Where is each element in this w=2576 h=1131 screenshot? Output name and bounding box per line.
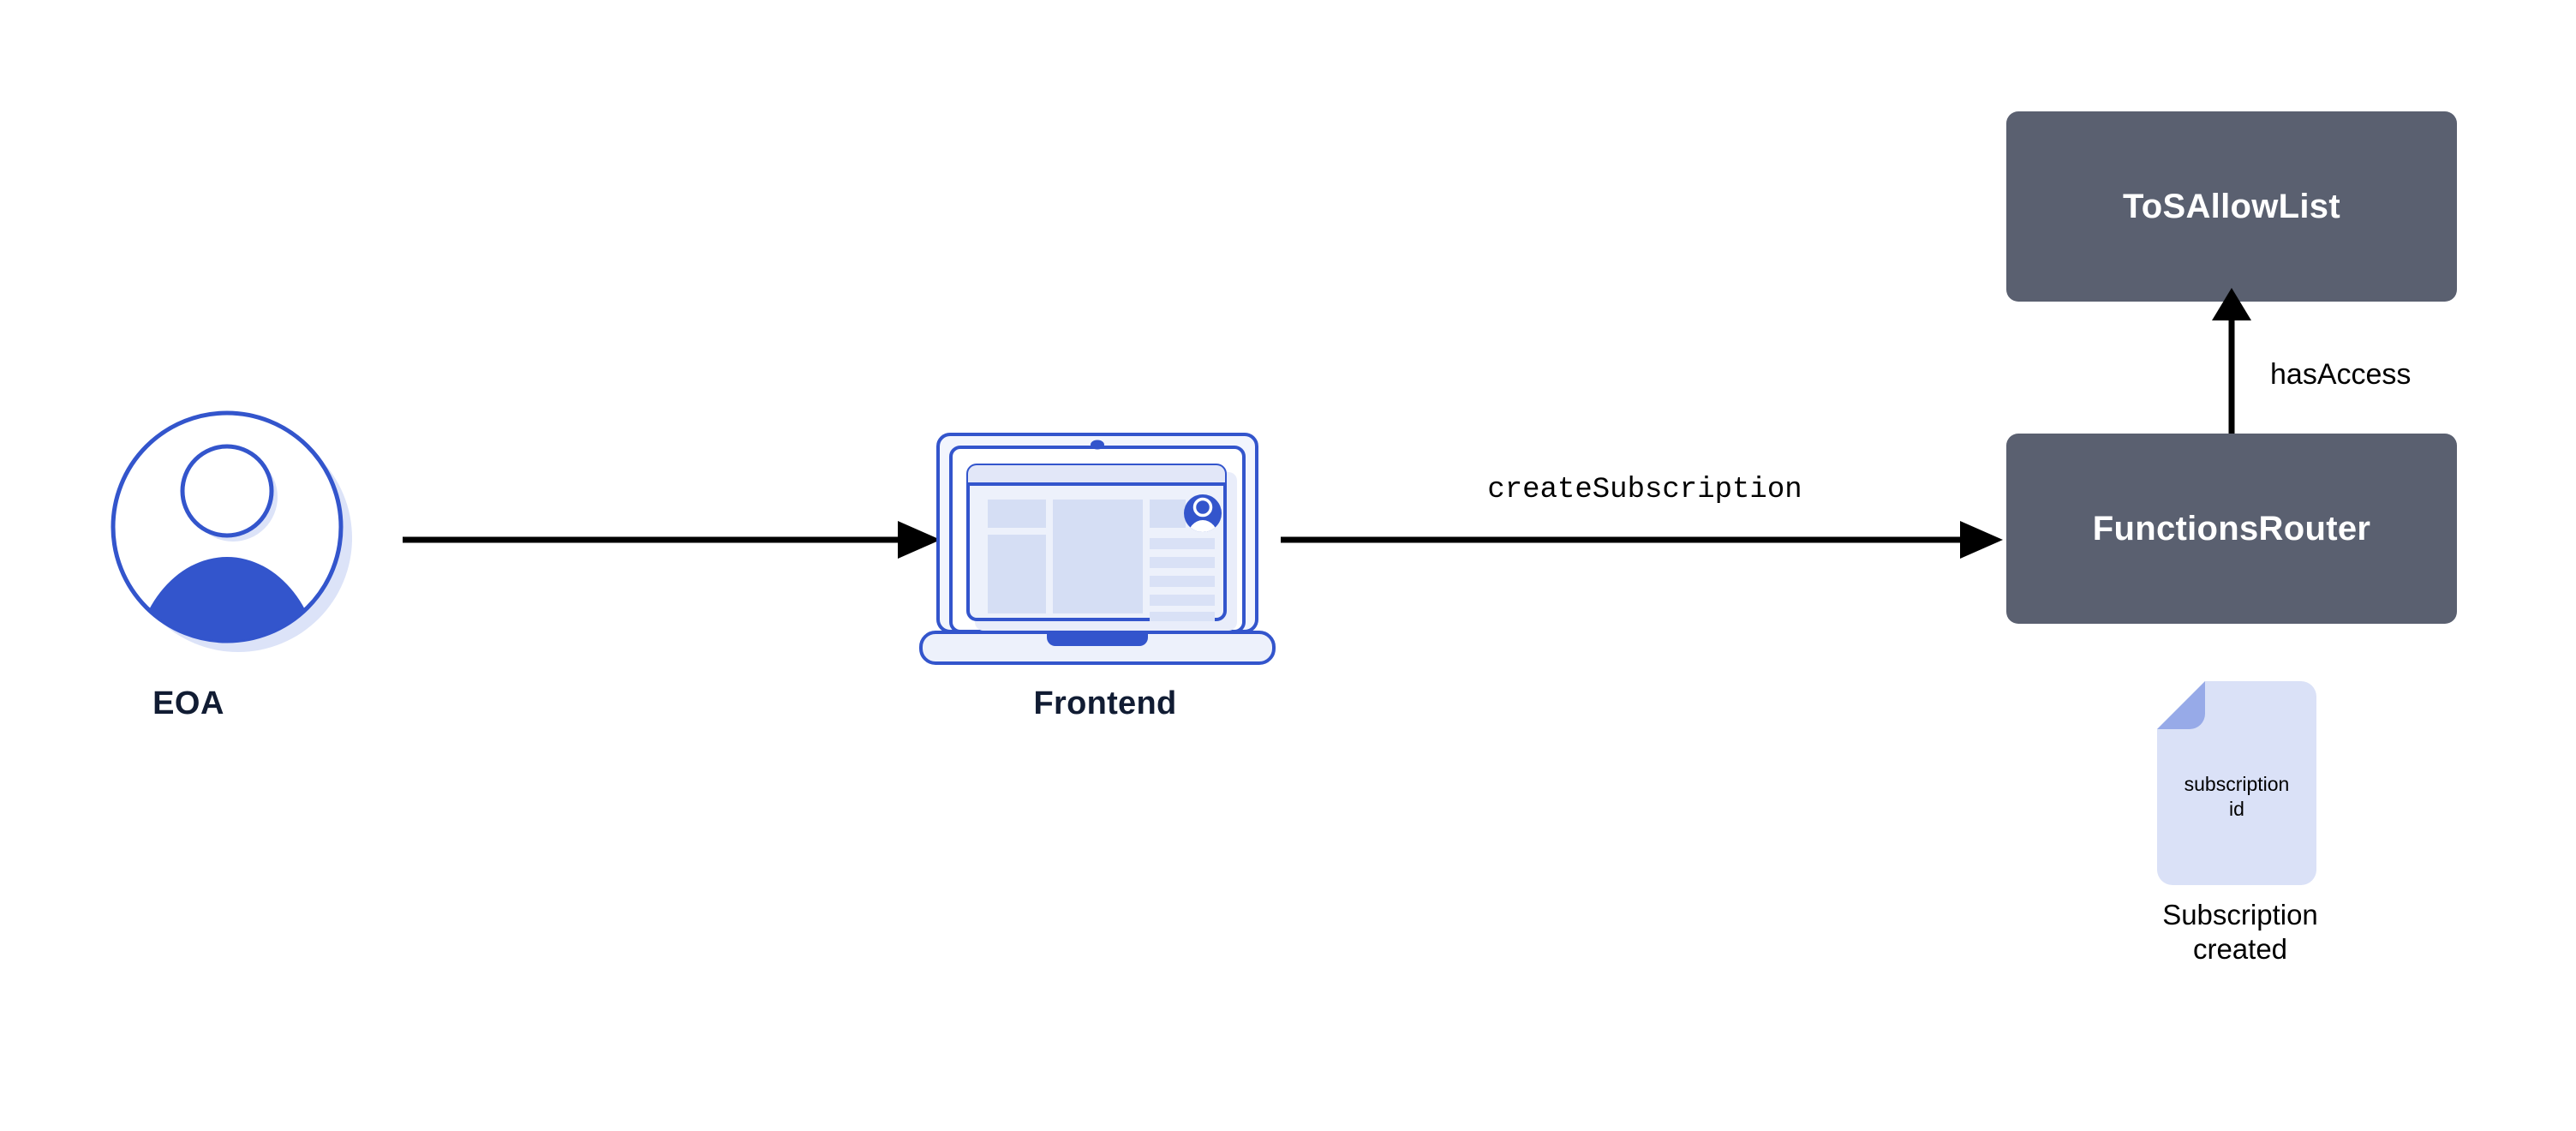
tos-allow-list-box[interactable]: ToSAllowList (2006, 111, 2457, 302)
document-text-line-2: id (2229, 797, 2244, 820)
edge-label-create-subscription: createSubscription (1487, 474, 1802, 506)
tos-allow-list-label: ToSAllowList (2123, 187, 2340, 225)
edge-label-has-access: hasAccess (2270, 358, 2412, 391)
document-text: subscription id (2157, 772, 2316, 821)
frontend-node[interactable] (917, 424, 1294, 673)
document-icon (2157, 681, 2316, 885)
functions-router-label: FunctionsRouter (2092, 509, 2371, 548)
frontend-label: Frontend (1033, 685, 1177, 721)
caption-line-2: created (2192, 933, 2288, 966)
functions-router-box[interactable]: FunctionsRouter (2006, 434, 2457, 624)
arrow-eoa-to-frontend (403, 521, 941, 559)
subscription-document-node[interactable]: subscription id (2157, 681, 2316, 885)
arrow-frontend-to-functionsrouter (1281, 521, 2003, 559)
arrow-functionsrouter-to-tos (2212, 288, 2251, 439)
eoa-label: EOA (152, 685, 224, 721)
laptop-icon (919, 433, 1276, 665)
document-text-line-1: subscription (2184, 773, 2290, 795)
subscription-document-caption: Subscription created (2082, 898, 2399, 967)
eoa-node[interactable] (103, 403, 360, 660)
user-avatar-icon (111, 410, 352, 652)
caption-line-1: Subscription (2162, 899, 2318, 931)
screen-avatar-icon (1184, 494, 1222, 532)
